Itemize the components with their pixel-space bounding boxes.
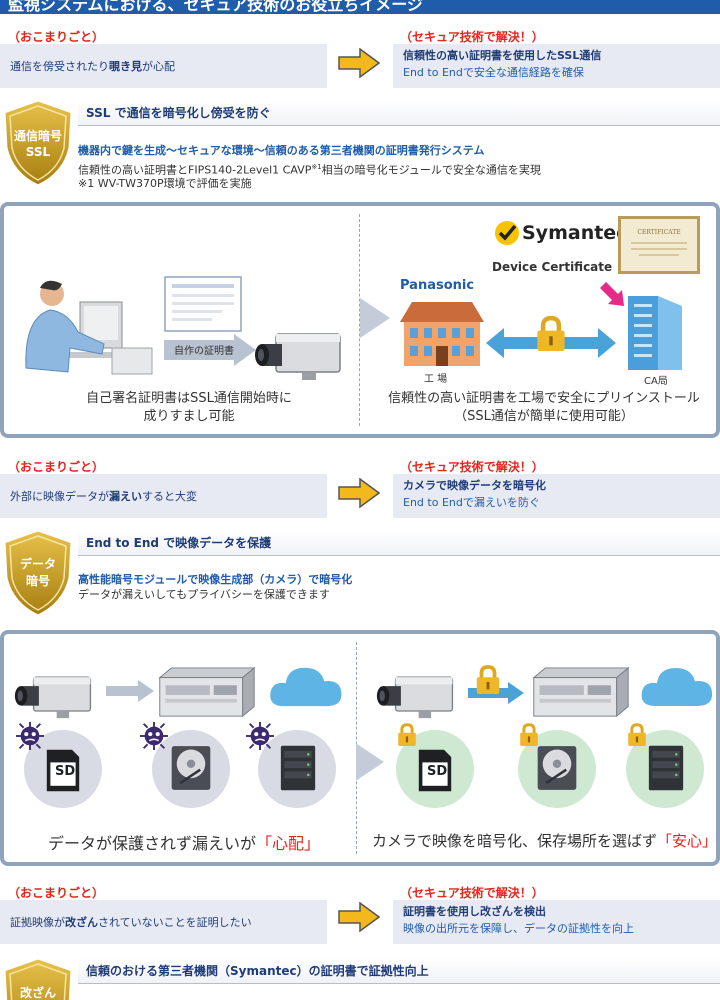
data-encryption-panel: SD データが保護されず漏えいが「心配」 SD カメラで映像を暗号化、保存場所を… bbox=[0, 630, 720, 866]
data-encrypt-shield-badge: データ 暗号 bbox=[2, 528, 74, 618]
header-bar: 監視システムにおける、セキュア技術のお役立ちイメージ bbox=[0, 0, 720, 14]
sd-label: SD bbox=[55, 764, 76, 779]
ca-label: CA局 bbox=[644, 376, 668, 387]
certificate-word: CERTIFICATE bbox=[637, 229, 681, 236]
person-at-computer-icon bbox=[25, 280, 153, 375]
section-subtitle: 機器内で鍵を生成～セキュアな環境～信頼のある第三者機関の証明書発行システム bbox=[78, 144, 485, 157]
problem-text-a: 通信を傍受されたり bbox=[10, 60, 109, 73]
factory-label: 工 場 bbox=[424, 374, 448, 385]
lock-icon bbox=[626, 722, 648, 748]
virus-icon bbox=[246, 722, 274, 750]
recorder-icon bbox=[528, 664, 634, 722]
solution-label-2: （セキュア技術で解決！） bbox=[400, 460, 544, 474]
left-caption-2: データが保護されず漏えいが「心配」 bbox=[48, 834, 321, 853]
certificate-document: CERTIFICATE bbox=[618, 216, 700, 274]
chevron-right-icon bbox=[360, 298, 390, 338]
yellow-arrow-icon bbox=[338, 902, 380, 932]
problem-box: 通信を傍受されたり覗き見が心配 bbox=[0, 44, 327, 88]
cloud-icon bbox=[266, 662, 344, 710]
section-subtitle-2: 高性能暗号モジュールで映像生成部（カメラ）で暗号化 bbox=[78, 573, 353, 586]
virus-icon bbox=[16, 722, 44, 750]
pointer-arrow-icon bbox=[600, 282, 624, 306]
solution-box-3: 証明書を使用し改ざんを検出 映像の出所元を保障し、データの証拠性を向上 bbox=[393, 900, 720, 944]
section-heading: SSL で通信を暗号化し傍受を防ぐ bbox=[78, 100, 720, 126]
shield-line-1: 改ざん bbox=[19, 986, 56, 1000]
left-caption: 自己署名証明書はSSL通信開始時に 成りすまし可能 bbox=[86, 391, 292, 424]
ssl-illustration-panel: 自作の証明書 自己署名証明書はSSL通信開始時に 成りすまし可能 Symante… bbox=[0, 202, 720, 438]
problem-label-2: （おこまりごと） bbox=[8, 460, 105, 474]
problem-text-bold: 覗き見 bbox=[109, 60, 142, 73]
divider bbox=[359, 214, 360, 426]
section-desc-3: データが漏えいしてもプライバシーを保護できます bbox=[78, 588, 330, 601]
virus-icon bbox=[140, 722, 168, 750]
symantec-check-icon bbox=[495, 221, 519, 245]
device-certificate-label: Device Certificate bbox=[492, 260, 613, 274]
certificate-icon bbox=[164, 276, 242, 332]
lock-icon bbox=[474, 664, 502, 696]
section-desc-1: 信頼性の高い証明書とFIPS140-2Level1 CAVP※1相当の暗号化モジ… bbox=[78, 163, 541, 177]
section-desc-2: ※1 WV-TW370P環境で評価を実施 bbox=[78, 177, 252, 190]
tamper-shield-badge: 改ざん bbox=[2, 956, 74, 1000]
problem-label-3: （おこまりごと） bbox=[8, 886, 105, 900]
server-icon bbox=[647, 744, 685, 792]
camera-icon bbox=[254, 324, 344, 384]
camera-icon bbox=[14, 668, 94, 722]
page-title: 監視システムにおける、セキュア技術のお役立ちイメージ bbox=[8, 0, 423, 14]
chevron-right-icon bbox=[356, 743, 384, 781]
symantec-logo: Symantec. bbox=[522, 222, 635, 244]
sd-label: SD bbox=[427, 764, 448, 779]
hard-disk-icon bbox=[170, 744, 212, 792]
yellow-arrow-icon bbox=[338, 48, 380, 78]
solution-line-1: 信頼性の高い証明書を使用したSSL通信 bbox=[403, 49, 602, 62]
right-caption: 信頼性の高い証明書を工場で安全にプリインストール （SSL通信が簡単に使用可能） bbox=[388, 391, 700, 424]
solution-box: 信頼性の高い証明書を使用したSSL通信 End to Endで安全な通信経路を確… bbox=[393, 44, 720, 88]
problem-box-2: 外部に映像データが漏えいすると大変 bbox=[0, 474, 327, 518]
yellow-arrow-icon bbox=[338, 478, 380, 508]
solution-label-3: （セキュア技術で解決！） bbox=[400, 886, 544, 900]
arrow-right-icon bbox=[106, 680, 154, 702]
solution-label: （セキュア技術で解決！） bbox=[400, 30, 544, 44]
self-cert-label: 自作の証明書 bbox=[174, 346, 234, 357]
camera-icon bbox=[376, 668, 456, 722]
ssl-shield-badge: 通信暗号 SSL bbox=[2, 98, 74, 188]
section-heading-2: End to End で映像データを保護 bbox=[78, 530, 720, 556]
shield-line-2: SSL bbox=[25, 145, 51, 159]
cloud-icon bbox=[638, 662, 714, 710]
problem-label: （おこまりごと） bbox=[8, 30, 105, 44]
hard-disk-icon bbox=[536, 744, 578, 792]
right-caption-2: カメラで映像を暗号化、保存場所を選ばず「安心」 bbox=[372, 832, 718, 850]
arrow-right-icon bbox=[164, 334, 256, 366]
panasonic-logo: Panasonic bbox=[400, 278, 475, 293]
lock-icon bbox=[396, 722, 418, 748]
shield-line-1: 通信暗号 bbox=[13, 129, 62, 143]
lock-icon bbox=[534, 314, 568, 354]
factory-building-icon bbox=[400, 302, 484, 366]
lock-icon bbox=[518, 722, 540, 748]
server-icon bbox=[279, 744, 317, 792]
solution-line-2: End to Endで安全な通信経路を確保 bbox=[403, 66, 584, 79]
solution-box-2: カメラで映像データを暗号化 End to Endで漏えいを防ぐ bbox=[393, 474, 720, 518]
problem-text-b: が心配 bbox=[142, 60, 175, 73]
problem-box-3: 証拠映像が改ざんされていないことを証明したい bbox=[0, 900, 327, 944]
recorder-icon bbox=[154, 664, 260, 722]
ca-building-icon bbox=[628, 296, 682, 370]
section-heading-3: 信頼のおける第三者機関（Symantec）の証明書で証拠性向上 bbox=[78, 958, 720, 984]
